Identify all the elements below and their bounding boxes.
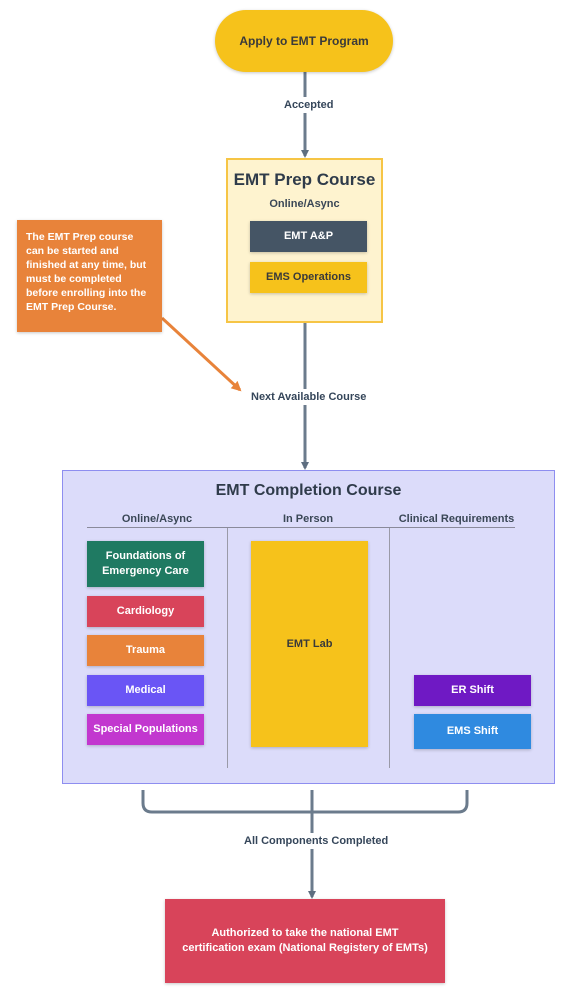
prep-course-container: EMT Prep Course Online/Async EMT A&P EMS…	[226, 158, 383, 323]
start-node-label: Apply to EMT Program	[239, 34, 369, 48]
completion-bracket	[141, 790, 469, 814]
column-divider-1	[227, 528, 228, 768]
edge-label-all-completed: All Components Completed	[238, 833, 395, 849]
final-node-label: Authorized to take the national EMT cert…	[182, 927, 428, 954]
module-medical: Medical	[87, 675, 204, 706]
prep-course-subtitle: Online/Async	[269, 198, 340, 210]
column-divider-2	[389, 528, 390, 768]
module-emt-lab: EMT Lab	[251, 541, 368, 747]
module-foundations-of-emergency-care: Foundations of Emergency Care	[87, 541, 204, 587]
edge-label-accepted: Accepted	[278, 97, 340, 113]
final-node: Authorized to take the national EMT cert…	[165, 899, 445, 983]
completion-course-title: EMT Completion Course	[215, 482, 402, 499]
module-ems-shift: EMS Shift	[414, 714, 531, 749]
module-special-populations: Special Populations	[87, 714, 204, 745]
prep-course-note: The EMT Prep course can be started and f…	[17, 220, 162, 332]
completion-course-container: EMT Completion Course Online/Async In Pe…	[62, 470, 555, 784]
edge-label-next-available: Next Available Course	[245, 389, 373, 405]
column-header-clinical: Clinical Requirements	[398, 513, 515, 525]
module-trauma: Trauma	[87, 635, 204, 666]
column-header-rule	[87, 527, 515, 528]
module-emt-ap: EMT A&P	[250, 221, 367, 252]
start-node: Apply to EMT Program	[215, 10, 393, 72]
module-ems-operations: EMS Operations	[250, 262, 367, 293]
column-header-online-async: Online/Async	[121, 513, 193, 525]
note-arrow	[160, 316, 242, 392]
module-er-shift: ER Shift	[414, 675, 531, 706]
module-cardiology: Cardiology	[87, 596, 204, 627]
column-header-in-person: In Person	[282, 513, 334, 525]
prep-course-title: EMT Prep Course	[233, 170, 376, 189]
